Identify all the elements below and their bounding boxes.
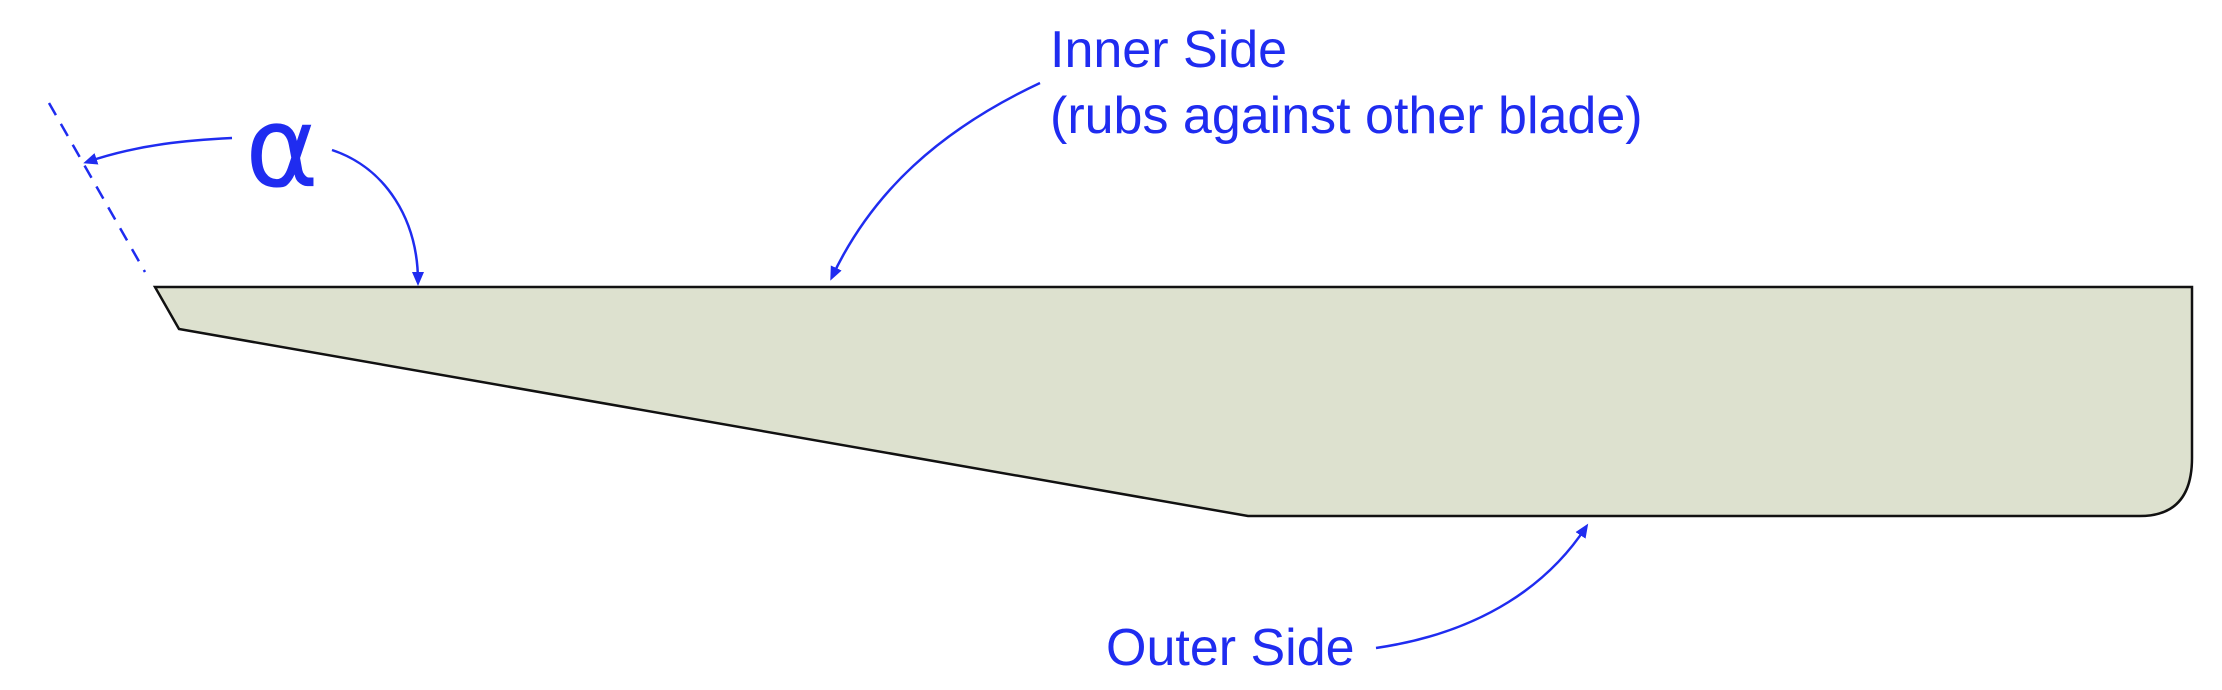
outer-side-arrow: [1375, 523, 1589, 650]
angle-reference-line: [47, 102, 147, 273]
alpha-arrow-right: [331, 148, 424, 286]
angle-alpha-label: α: [245, 83, 319, 213]
inner-side-note: (rubs against other blade): [1050, 87, 1643, 145]
alpha-arrow-left: [83, 136, 233, 165]
outer-side-label: Outer Side: [1106, 619, 1355, 677]
blade-profile: [152, 285, 2194, 518]
inner-side-arrow: [830, 81, 1041, 281]
inner-side-label: Inner Side: [1050, 21, 1288, 79]
